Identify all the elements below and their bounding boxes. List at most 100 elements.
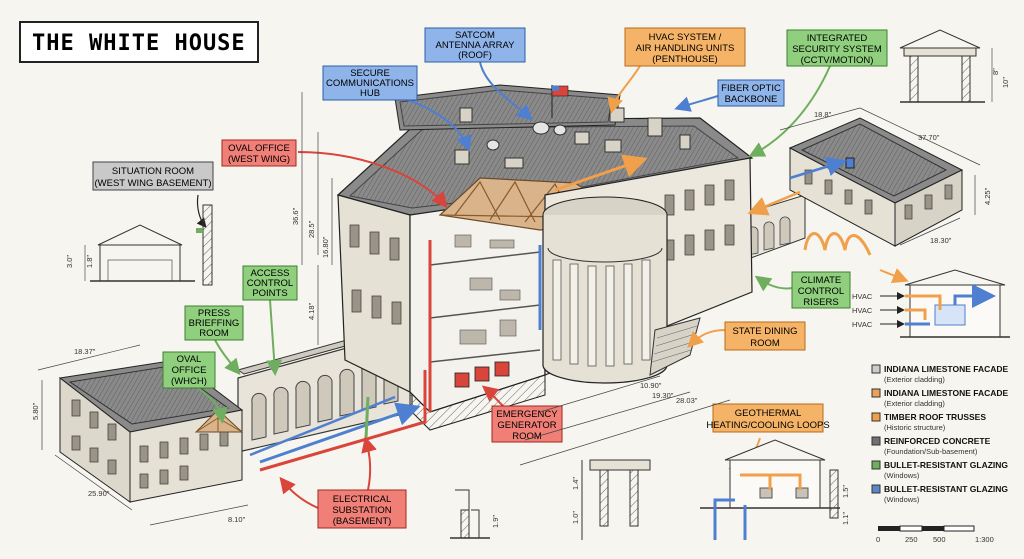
hvac-inset-label-3: HVAC [852,320,873,329]
dim-d4: 4.18" [307,302,316,320]
access-label-line2: CONTROL [247,278,293,289]
electrical-label-line2: SUBSTATION [332,505,391,516]
legend-item: BULLET-RESISTANT GLAZING (Windows) [871,460,1008,480]
scale-bar: 0 250 500 1:300 [876,525,994,544]
satcom-label-line3: (ROOF) [458,50,492,61]
legend-sub: (Exterior cladding) [884,375,945,384]
hvac-label-line1: HVAC SYSTEM / [649,32,722,43]
climate-label-line2: CONTROL [798,286,844,297]
dim-d22: 10" [1001,77,1010,88]
scale-tick-250: 250 [905,535,918,544]
security-label-line3: (CCTV/MOTION) [801,55,874,66]
dim-d10: 25.90" [88,489,110,498]
legend-sub: (Historic structure) [884,423,946,432]
generator-label-line2: GENERATOR [497,420,556,431]
dim-d8: 18.37" [74,347,96,356]
oval-west-label: OVAL OFFICE (WEST WING) [221,139,297,167]
legend-title: BULLET-RESISTANT GLAZING [884,484,1008,494]
legend-title: INDIANA LIMESTONE FACADE [884,388,1009,398]
hvac-inset-label-2: HVAC [852,306,873,315]
fiber-label-line1: FIBER OPTIC [721,83,781,94]
legend-sub: (Windows) [884,471,920,480]
hvac-label: HVAC SYSTEM / AIR HANDLING UNITS (PENTHO… [624,27,746,67]
fiber-label-line2: BACKBONE [725,94,778,105]
comms-label-line1: SECURE [350,68,390,79]
situation-label: SITUATION ROOM (WEST WING BASEMENT) [92,161,214,191]
oval-west-label-line1: OVAL OFFICE [228,143,290,154]
hvac-inset: HVAC HVAC HVAC [852,269,1010,338]
dim-d11: 8.10" [228,515,246,524]
satcom-label-line2: ANTENNA ARRAY [435,40,515,51]
legend-swatch [871,484,881,494]
geothermal-label-line2: HEATING/COOLING LOOPS [706,420,829,431]
legend-title: REINFORCED CONCRETE [884,436,991,446]
scale-tick-500: 500 [933,535,946,544]
dim-d18: 1.4" [571,477,580,490]
dim-d20: 1.9" [491,515,500,528]
legend-title: TIMBER ROOF TRUSSES [884,412,986,422]
electrical-label-line1: ELECTRICAL [333,494,392,505]
legend-sub: (Exterior cladding) [884,399,945,408]
access-label-line1: ACCESS [250,268,289,279]
oval-west-label-line2: (WEST WING) [228,154,290,165]
legend-swatch [871,364,881,374]
hvac-inset-label-1: HVAC [852,292,873,301]
pavilion-inset [899,29,993,103]
foundation-inset [450,459,651,540]
legend-sub: (Windows) [884,495,920,504]
access-label: ACCESS CONTROL POINTS [242,265,298,301]
security-label: INTEGRATED SECURITY SYSTEM (CCTV/MOTION) [786,29,888,67]
comms-label: SECURE COMMUNICATIONS HUB [322,65,418,101]
comms-label-line3: HUB [360,88,380,99]
press-label: PRESS BRIEFFING ROOM [184,305,244,341]
dim-d9: 5.80" [31,402,40,420]
state-dining-label: STATE DINING ROOM [724,321,806,351]
satcom-label: SATCOM ANTENNA ARRAY (ROOF) [424,27,526,63]
dim-d5: 10.90" [640,381,662,390]
press-label-line1: PRESS [198,308,230,319]
legend-item: INDIANA LIMESTONE FACADE (Exterior cladd… [871,388,1009,408]
state-dining-label-line1: STATE DINING [732,326,797,337]
dimension-labels: 36.6" 28.5" 16.80" 4.18" 10.90" 19.30" 2… [31,110,992,524]
electrical-label-line3: (BASEMENT) [333,516,392,527]
situation-label-line2: (WEST WING BASEMENT) [95,178,212,189]
situation-room-inset [196,204,213,286]
generator-label: EMERGENCY GENERATOR ROOM [491,405,563,443]
geothermal-inset [700,439,840,540]
security-label-line2: SECURITY SYSTEM [792,44,882,55]
dim-d24: 1.1" [841,512,850,525]
hvac-label-line3: (PENTHOUSE) [652,54,717,65]
dim-d2: 28.5" [307,220,316,238]
hvac-label-line2: AIR HANDLING UNITS [636,43,735,54]
dim-d3: 16.80" [321,236,330,258]
oval-whch-label-line3: (WHCH) [171,376,207,387]
press-label-line3: ROOM [199,328,229,339]
dim-d13: 37.70" [918,133,940,142]
climate-label: CLIMATE CONTROL RISERS [791,271,851,309]
security-label-line1: INTEGRATED [807,33,868,44]
legend-swatch [871,412,881,422]
dim-d21: 8" [991,68,1000,75]
legend-title: BULLET-RESISTANT GLAZING [884,460,1008,470]
main-residence [336,84,754,431]
scale-ratio: 1:300 [975,535,994,544]
legend-item: TIMBER ROOF TRUSSES (Historic structure) [871,412,986,432]
geothermal-label: GEOTHERMAL HEATING/COOLING LOOPS [706,403,830,433]
dim-d15: 18.30" [930,236,952,245]
dim-d14: 4.25" [983,187,992,205]
dim-d17: 1.8" [85,255,94,268]
dim-d6: 19.30" [652,391,674,400]
press-label-line2: BRIEFFING [189,318,240,329]
section-inset-left [84,224,195,282]
oval-whch-label-line2: OFFICE [172,365,207,376]
access-label-line3: POINTS [252,288,287,299]
scale-tick-0: 0 [876,535,880,544]
state-dining-label-line2: ROOM [750,338,780,349]
legend-swatch [871,388,881,398]
legend-swatch [871,460,881,470]
legend-item: BULLET-RESISTANT GLAZING (Windows) [871,484,1008,504]
dim-d23: 1.5" [841,485,850,498]
comms-label-line2: COMMUNICATIONS [326,78,414,89]
